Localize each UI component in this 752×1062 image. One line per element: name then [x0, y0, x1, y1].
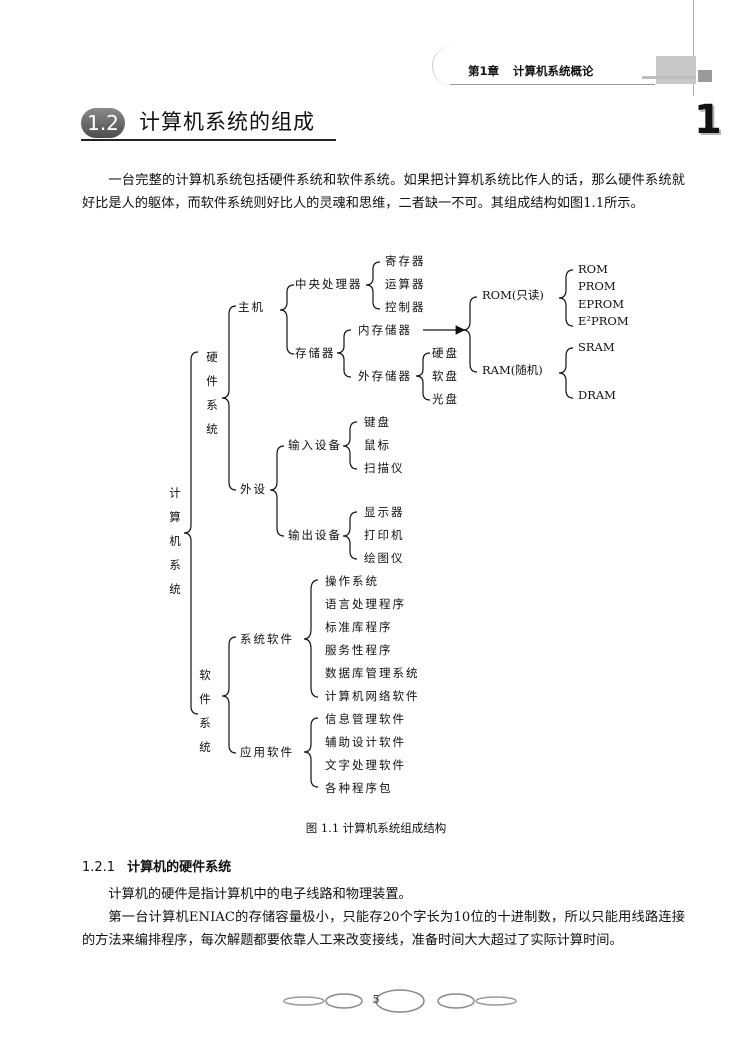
- software-label: 软件系统: [199, 668, 211, 754]
- brace-host: [279, 284, 295, 355]
- chapter-number: 1: [694, 97, 722, 143]
- header-vertical-line: [693, 0, 694, 96]
- rom-label: ROM(只读): [482, 288, 544, 302]
- input-item-keyboard: 键盘: [364, 415, 391, 429]
- input-devices-label: 输入设备: [288, 438, 342, 452]
- app-item-cad: 辅助设计软件: [325, 735, 406, 749]
- output-devices-label: 输出设备: [288, 528, 342, 542]
- header-gray-bar: [642, 76, 696, 79]
- intro-paragraph: 一台完整的计算机系统包括硬件系统和软件系统。如果把计算机系统比作人的话，那么硬件…: [82, 173, 685, 211]
- peripherals-label: 外设: [240, 482, 267, 496]
- cpu-item-alu: 运算器: [385, 277, 426, 291]
- system-item-library: 标准库程序: [325, 620, 393, 634]
- chapter-header: 第1章计算机系统概论: [468, 63, 594, 79]
- section-number-badge: 1.2: [81, 108, 125, 138]
- brace-computer-system: [183, 351, 199, 715]
- brace-software: [221, 636, 237, 754]
- header-curve-decoration: [432, 46, 473, 86]
- section-title-underline: [81, 139, 336, 141]
- cpu-item-register: 寄存器: [385, 254, 426, 268]
- brace-application-software: [303, 717, 319, 788]
- page-number: 5: [372, 993, 380, 1006]
- hardware-paragraph-2: 第一台计算机ENIAC的存储容量极小，只能存20个字长为10位的十进制数，所以只…: [82, 910, 685, 948]
- header-dark-block: [698, 70, 712, 82]
- app-item-package: 各种程序包: [325, 781, 393, 795]
- external-item-hdd: 硬盘: [432, 346, 459, 360]
- subsection-heading: 1.2.1 计算机的硬件系统: [82, 856, 231, 875]
- rom-item-rom: ROM: [578, 262, 608, 276]
- brace-input: [342, 421, 358, 470]
- memory-label: 存储器: [295, 346, 336, 360]
- header-rule: [450, 84, 655, 85]
- subsection-number: 1.2.1: [82, 860, 116, 875]
- brace-output: [342, 511, 358, 560]
- brace-cpu: [365, 261, 381, 310]
- brace-ram-types: [558, 347, 574, 399]
- header-gray-block: [656, 56, 696, 84]
- root-label: 计算机系统: [169, 486, 181, 596]
- brace-rom-types: [558, 269, 574, 327]
- chapter-name: 计算机系统概论: [513, 64, 594, 78]
- cpu-item-controller: 控制器: [385, 300, 426, 314]
- input-item-scanner: 扫描仪: [364, 461, 405, 475]
- internal-memory-label: 内存储器: [358, 323, 412, 337]
- system-item-network: 计算机网络软件: [325, 689, 420, 703]
- ram-label: RAM(随机): [482, 363, 543, 377]
- output-item-printer: 打印机: [364, 528, 405, 542]
- brace-peripherals: [269, 445, 285, 537]
- external-item-optical: 光盘: [432, 392, 459, 406]
- brace-system-software: [303, 579, 319, 698]
- hardware-paragraph-1: 计算机的硬件是指计算机中的电子线路和物理装置。: [108, 887, 412, 902]
- section-title: 计算机系统的组成: [139, 110, 315, 134]
- ram-item-sram: SRAM: [578, 340, 615, 354]
- external-memory-label: 外存储器: [358, 369, 412, 383]
- rom-item-eprom: EPROM: [578, 297, 624, 311]
- figure-caption: 图 1.1 计算机系统组成结构: [305, 821, 447, 835]
- brace-rom-ram: [462, 296, 478, 373]
- application-software-label: 应用软件: [240, 745, 294, 759]
- system-software-label: 系统软件: [240, 632, 294, 646]
- hardware-label: 硬件系统: [206, 350, 218, 436]
- chapter-label: 第1章: [468, 64, 500, 78]
- system-item-os: 操作系统: [325, 574, 379, 588]
- output-item-monitor: 显示器: [364, 505, 405, 519]
- system-item-dbms: 数据库管理系统: [325, 666, 420, 680]
- app-item-word: 文字处理软件: [325, 758, 406, 772]
- rom-item-e2prom: E²PROM: [578, 314, 629, 328]
- system-item-service: 服务性程序: [325, 643, 393, 657]
- rom-item-prom: PROM: [578, 279, 616, 293]
- output-item-plotter: 绘图仪: [364, 551, 405, 565]
- app-item-info: 信息管理软件: [325, 712, 406, 726]
- external-item-floppy: 软盘: [432, 369, 459, 383]
- cpu-label: 中央处理器: [295, 277, 363, 291]
- brace-hardware: [221, 305, 237, 491]
- system-item-language: 语言处理程序: [325, 597, 406, 611]
- ram-item-dram: DRAM: [578, 388, 616, 402]
- subsection-title: 计算机的硬件系统: [127, 860, 232, 875]
- brace-external-memory: [415, 352, 431, 401]
- host-label: 主机: [238, 300, 265, 314]
- input-item-mouse: 鼠标: [364, 438, 391, 452]
- brace-memory: [336, 329, 352, 378]
- footer-ornament: [283, 989, 517, 1013]
